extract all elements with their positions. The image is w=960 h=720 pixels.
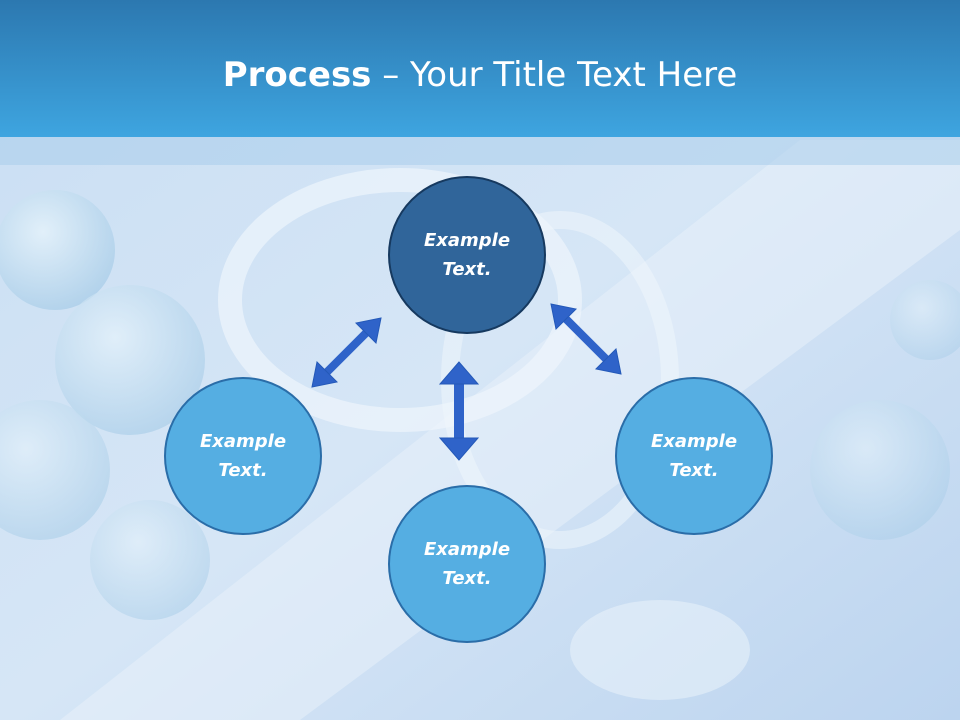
node-top-line1: Example bbox=[423, 230, 511, 251]
arrow-top-right bbox=[550, 303, 622, 375]
node-bottom-line1: Example bbox=[423, 539, 511, 560]
header-sub-band bbox=[0, 137, 960, 165]
node-bottom-line2: Text. bbox=[442, 568, 492, 589]
node-left-line1: Example bbox=[199, 431, 287, 452]
arrow-vertical bbox=[438, 361, 480, 461]
node-top-line2: Text. bbox=[442, 259, 492, 280]
node-left-line2: Text. bbox=[218, 460, 268, 481]
slide-title: Process – Your Title Text Here bbox=[0, 50, 960, 100]
node-right-line2: Text. bbox=[669, 460, 719, 481]
title-bold: Process bbox=[222, 55, 372, 95]
node-bottom: Example Text. bbox=[388, 485, 546, 643]
title-rest: – Your Title Text Here bbox=[371, 55, 738, 95]
node-left: Example Text. bbox=[164, 377, 322, 535]
arrow-left-top bbox=[311, 317, 382, 388]
node-top: Example Text. bbox=[388, 176, 546, 334]
node-right: Example Text. bbox=[615, 377, 773, 535]
header-bar bbox=[0, 0, 960, 137]
node-right-line1: Example bbox=[650, 431, 738, 452]
